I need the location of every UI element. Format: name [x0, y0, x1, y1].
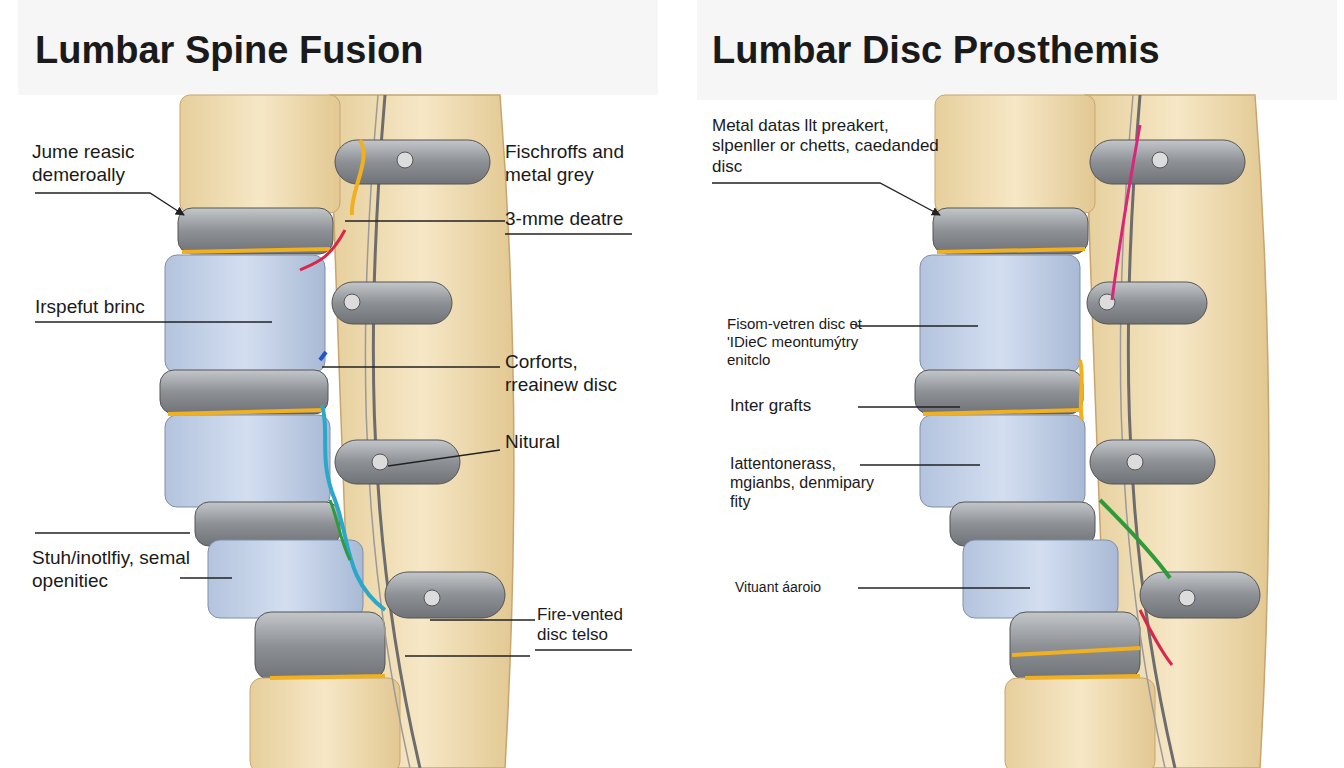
leader-line [405, 655, 530, 656]
leader-line [855, 325, 978, 326]
nerve [320, 352, 326, 360]
callout-label: Fire-vented disc telso [537, 605, 647, 646]
leader-line [322, 366, 500, 367]
nerve [1112, 125, 1140, 300]
leader-line [430, 619, 535, 620]
leader-line [180, 577, 232, 578]
leader-line [345, 220, 505, 221]
leader-lines [35, 183, 1030, 656]
heading-band [697, 0, 1337, 100]
callout-label: Corforts, rreainew disc [505, 351, 640, 397]
callout-label: Jume reasic demeroally [32, 141, 177, 187]
nerve [1012, 648, 1140, 655]
leader-line [858, 587, 1030, 588]
callout-label: Stuh/inotlfiy, semal openitiec [32, 547, 192, 593]
leader-line [35, 193, 184, 215]
nerve [330, 500, 350, 560]
callout-label: Metal datas llt preakert, slpenller or c… [712, 116, 942, 177]
leader-line [860, 464, 980, 465]
callout-label: Nitural [505, 431, 645, 454]
leader-line [535, 649, 632, 650]
callout-label: Iattentonerass, mgianbs, denmipary fity [730, 454, 880, 512]
callout-label: Fisom-vetren disc et 'IDieC meontumýtry … [727, 315, 877, 369]
leader-line [505, 233, 632, 234]
callout-label: Inter grafts [730, 396, 880, 416]
nerve [1100, 500, 1170, 578]
leader-line [388, 450, 500, 466]
callout-label: Fischroffs and metal grey [505, 141, 645, 187]
nerve [1080, 360, 1082, 420]
panel-heading: Lumbar Spine Fusion [35, 28, 635, 74]
nerve [322, 405, 385, 610]
leader-line [35, 321, 272, 322]
leader-line [712, 183, 940, 215]
nerve [1140, 610, 1172, 665]
heading-band [18, 0, 658, 95]
spine-illustration [160, 95, 514, 768]
callout-label: Vituant áaroio [735, 579, 895, 596]
panel-heading: Lumbar Disc Prosthemis [712, 28, 1312, 74]
callout-label: Irspefut brinc [35, 296, 235, 319]
nerve [352, 140, 364, 215]
spine-illustration [915, 95, 1269, 768]
leader-line [35, 532, 190, 533]
leader-line [858, 406, 960, 407]
callout-label: 3-mme deatre [505, 208, 645, 231]
nerve [300, 230, 345, 270]
